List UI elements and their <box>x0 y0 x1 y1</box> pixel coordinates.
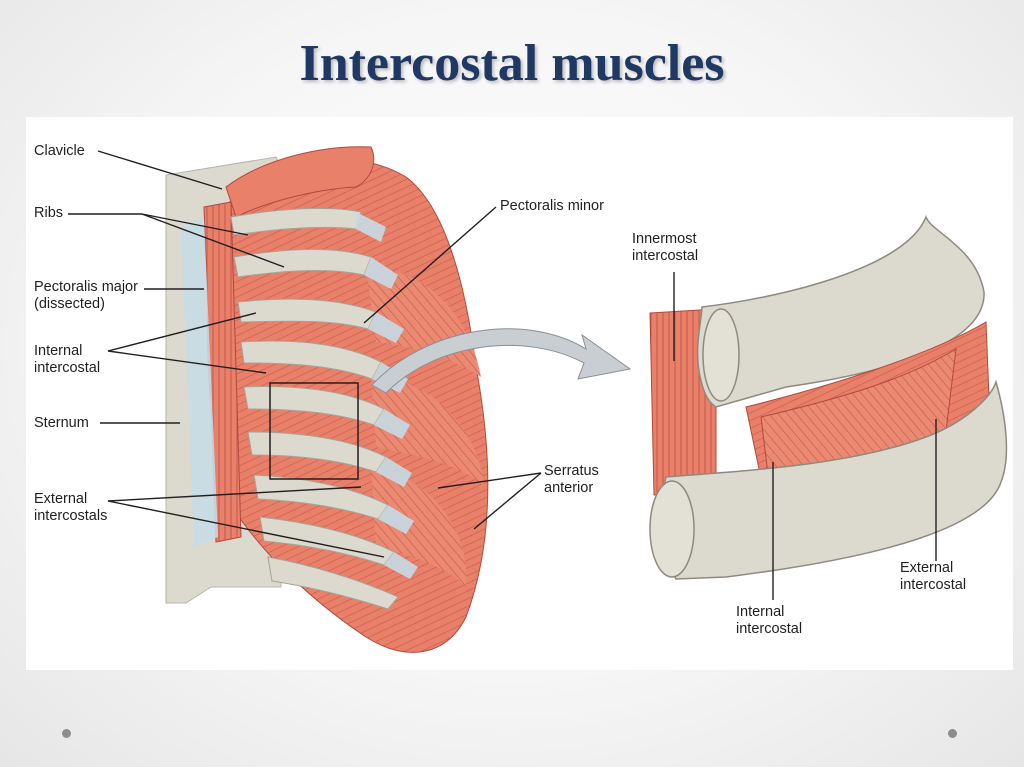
label-sternum: Sternum <box>34 415 89 431</box>
label-innermost-intercostal-2: intercostal <box>632 248 699 264</box>
detail-illustration <box>649 214 1008 580</box>
label-external-intercostals-2: intercostals <box>34 508 108 524</box>
label-detail-external-intercostal-2: intercostal <box>900 577 967 593</box>
intercostal-illustration <box>68 146 1008 653</box>
label-internal-intercostal: Internal <box>34 343 83 359</box>
label-pectoralis-major-dissected: (dissected) <box>34 296 105 312</box>
thorax-illustration <box>165 146 489 653</box>
label-detail-internal-intercostal-2: intercostal <box>736 621 803 637</box>
label-serratus-anterior-2: anterior <box>544 480 594 496</box>
label-serratus-anterior: Serratus <box>544 463 599 479</box>
figure-panel: Clavicle Ribs Pectoralis major (dissecte… <box>26 117 1013 670</box>
leader-lines <box>68 150 937 600</box>
label-clavicle: Clavicle <box>34 143 85 159</box>
slide-corner-dot-right <box>948 729 957 738</box>
label-external-intercostals: External <box>34 491 88 507</box>
zoom-arrow <box>371 328 632 394</box>
slide-title: Intercostal muscles <box>299 35 725 92</box>
label-detail-internal-intercostal: Internal <box>736 604 785 620</box>
label-detail-external-intercostal: External <box>900 560 954 576</box>
label-pectoralis-major: Pectoralis major <box>34 279 138 295</box>
label-pectoralis-minor: Pectoralis minor <box>500 198 604 214</box>
label-innermost-intercostal: Innermost <box>632 231 697 247</box>
label-ribs: Ribs <box>34 205 64 221</box>
zoom-box <box>269 382 359 480</box>
slide-corner-dot-left <box>62 729 71 738</box>
label-internal-intercostal-2: intercostal <box>34 360 101 376</box>
